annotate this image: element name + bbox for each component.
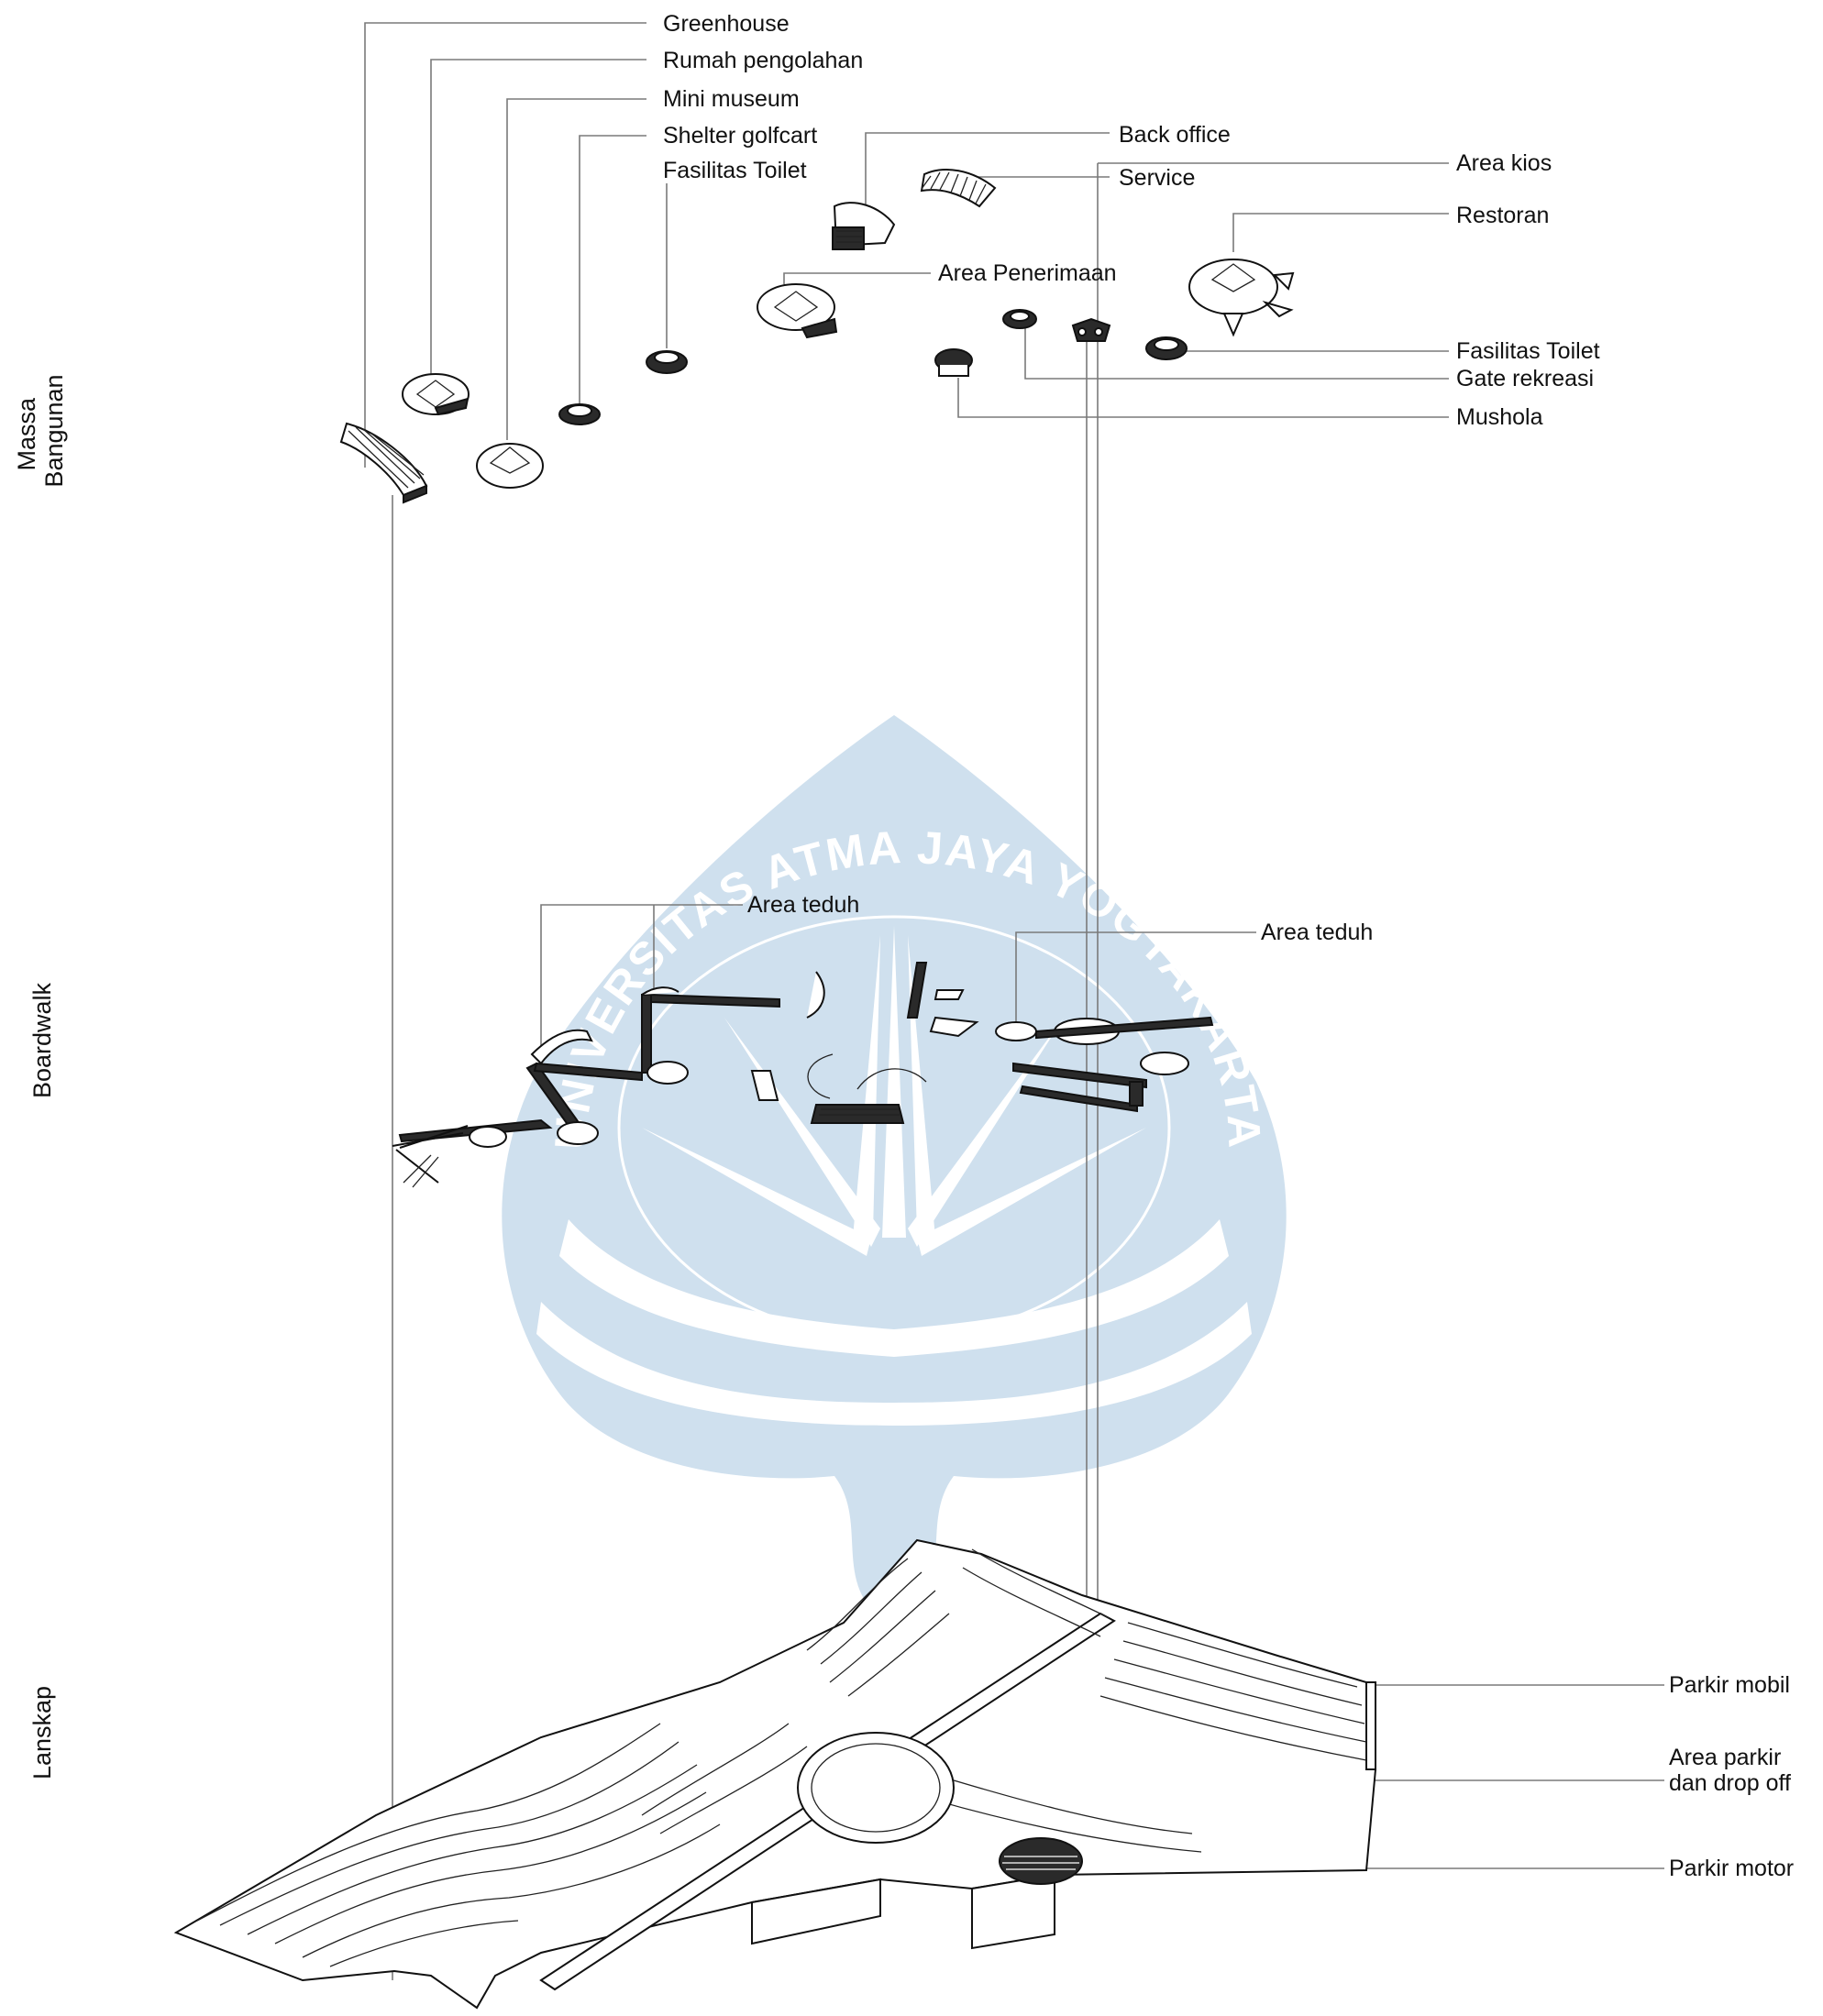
terrain-dropoff-circle xyxy=(797,1732,955,1844)
building-service xyxy=(920,169,997,208)
building-gate-rekreasi xyxy=(1002,309,1037,329)
label-area-kios: Area kios xyxy=(1456,150,1552,176)
label-parkir-motor: Parkir motor xyxy=(1669,1856,1794,1881)
label-area-teduh-right: Area teduh xyxy=(1261,920,1373,945)
label-fasilitas-toilet-right: Fasilitas Toilet xyxy=(1456,338,1600,364)
section-label-massa: Massa Bangunan xyxy=(13,374,68,487)
building-kios xyxy=(1071,317,1111,342)
label-gate-rekreasi: Gate rekreasi xyxy=(1456,366,1594,391)
building-toilet-left xyxy=(646,350,688,374)
labels: Greenhouse Rumah pengolahan Mini museum … xyxy=(663,11,1794,1881)
boardwalk-layer xyxy=(392,962,1214,1188)
watermark-book-left-2 xyxy=(536,1302,894,1426)
boardwalk-left-path xyxy=(392,986,780,1188)
terrain-motor-parking xyxy=(999,1837,1083,1885)
watermark-book-right-2 xyxy=(894,1302,1252,1426)
section-label-lanskap: Lanskap xyxy=(28,1686,56,1779)
label-restoran: Restoran xyxy=(1456,203,1549,228)
label-mini-museum: Mini museum xyxy=(663,86,800,112)
building-rumah-pengolahan xyxy=(402,373,470,416)
label-area-parkir: Area parkir dan drop off xyxy=(1669,1745,1791,1796)
building-greenhouse xyxy=(339,422,428,504)
building-area-penerimaan xyxy=(757,283,838,339)
watermark-logo: UNIVERSITAS ATMA JAYA YOGYAKARTA xyxy=(502,715,1287,1623)
boardwalk-right-path xyxy=(995,1016,1214,1113)
boardwalk-center-circle xyxy=(750,962,979,1124)
label-rumah-pengolahan: Rumah pengolahan xyxy=(663,48,863,73)
label-back-office: Back office xyxy=(1119,122,1231,148)
building-shelter-golfcart xyxy=(558,403,601,425)
terrain-side-right xyxy=(1365,1681,1376,1770)
section-label-boardwalk: Boardwalk xyxy=(28,982,56,1098)
label-mushola: Mushola xyxy=(1456,404,1543,430)
building-toilet-right xyxy=(1145,336,1188,360)
label-area-penerimaan: Area Penerimaan xyxy=(938,260,1117,286)
terrain-contours xyxy=(196,1548,1367,1967)
terrain-side-front-2 xyxy=(751,1878,881,1945)
label-parkir-mobil: Parkir mobil xyxy=(1669,1672,1790,1698)
label-shelter-golfcart: Shelter golfcart xyxy=(663,123,817,149)
terrain-side-front xyxy=(971,1873,1055,1950)
terrain-top xyxy=(173,1538,1377,2010)
building-mini-museum xyxy=(476,443,544,489)
building-mushola xyxy=(934,348,973,377)
label-greenhouse: Greenhouse xyxy=(663,11,790,37)
watermark-book-right xyxy=(894,1219,1229,1357)
building-restoran xyxy=(1188,259,1295,337)
watermark-book-left xyxy=(559,1219,894,1357)
building-back-office xyxy=(832,202,896,250)
label-service: Service xyxy=(1119,165,1195,191)
label-area-teduh-left: Area teduh xyxy=(747,892,859,918)
landscape-layer xyxy=(173,1538,1377,2010)
label-fasilitas-toilet-left: Fasilitas Toilet xyxy=(663,158,807,183)
